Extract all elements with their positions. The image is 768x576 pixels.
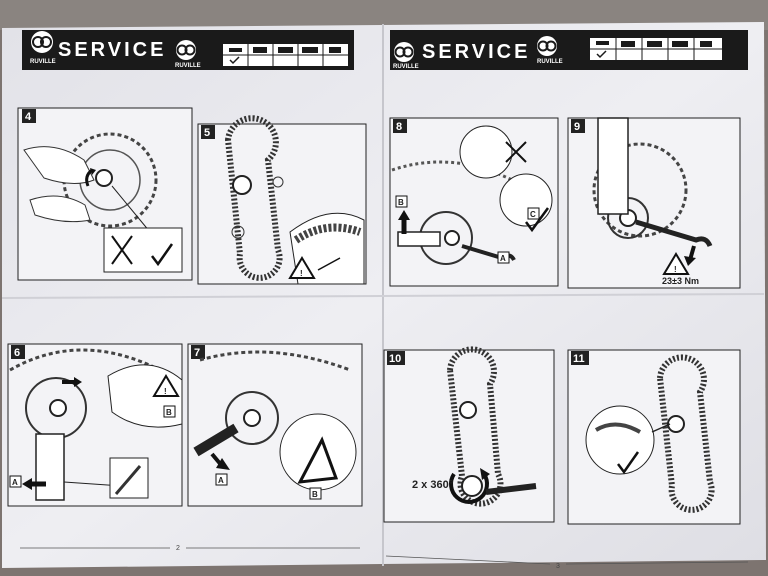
check-icon [596,50,607,59]
tractor-icon [700,41,712,47]
header-title: SERVICE [58,39,166,61]
rotation-spec: 2 x 360° [412,479,453,491]
step-number: 5 [204,127,210,139]
ruville-logo: RUVILLE [393,42,419,70]
step-number: 7 [194,347,200,359]
inset-correct [499,173,553,227]
step-panel-7: 7 A B [187,343,363,507]
check-icon [525,207,550,233]
ruville-logo: RUVILLE [30,31,56,65]
check-icon [229,56,240,65]
step-panel-8: 8 B C A [389,117,559,287]
fold-line-horizontal [1,293,765,299]
wrench-tool [485,483,537,495]
wrench-tool [397,231,441,247]
wrench-tool [193,423,239,457]
step-number: 4 [25,111,32,123]
svg-text:!: ! [674,265,677,274]
page-footer: 2 3 [20,545,749,570]
timing-belt [656,354,715,513]
header-left: RUVILLE SERVICE RUVILLE [22,30,354,70]
page-number-right: 3 [556,563,560,570]
label-b: B [398,198,404,207]
brand-text: RUVILLE [393,64,419,70]
step-number: 11 [573,353,585,365]
tensioner-pulley [225,391,279,445]
warning-icon: ! [662,252,690,275]
timing-belt [224,115,283,281]
step-panel-10: 10 2 x 360° [383,346,555,523]
check-icon [151,243,174,267]
van-icon [621,41,635,47]
brand-text: RUVILLE [537,59,563,65]
sprocket-wheel [62,132,158,228]
header-right: RUVILLE SERVICE RUVILLE [390,30,748,70]
vehicle-icons-strip [590,38,722,60]
step-panel-4: 4 [17,107,193,281]
car-icon [229,48,242,52]
ruville-logo: RUVILLE [175,40,201,69]
bus-icon [672,41,688,47]
warning-icon: ! [152,374,180,397]
ruville-logo: RUVILLE [537,36,563,65]
truck-icon [647,41,662,47]
step-number: 8 [396,121,402,133]
detail-inset [585,405,655,475]
timing-belt [446,346,504,507]
bus-icon [302,47,318,53]
tractor-icon [329,47,341,53]
label-b: B [166,408,172,417]
vehicle-icons-strip [223,44,348,66]
inset-wrong [459,125,513,179]
check-icon [617,451,640,475]
step-panel-9: 9 ! 23±3 Nm [567,117,741,289]
step-number: 10 [389,353,401,365]
truck-icon [278,47,293,53]
brand-text: RUVILLE [30,59,56,65]
tensioner-nut [95,169,113,187]
rotation-arrow-icon [449,472,489,504]
rotation-arrow-icon [85,168,93,187]
label-b: B [312,490,318,499]
svg-text:!: ! [164,387,167,396]
wrench-tool [597,117,629,215]
step-panel-5: 5 ! [197,115,367,285]
svg-text:!: ! [300,269,303,278]
page-number-left: 2 [176,545,180,552]
cross-icon [505,141,527,163]
label-a: A [12,478,18,487]
label-c: C [530,210,536,219]
step-panel-11: 11 [567,349,741,525]
torque-spec: 23±3 Nm [662,276,699,286]
tensioner-pointer [297,436,339,484]
inset-wrong-right [103,227,183,273]
step-number: 6 [14,347,20,359]
wrench-tool [35,433,65,501]
van-icon [253,47,267,53]
sprocket-wheel [592,142,688,238]
step-panel-6: 6 A ! B [7,343,183,507]
warning-icon: ! [288,256,316,279]
brand-text: RUVILLE [175,63,201,69]
label-a: A [500,254,506,263]
cross-icon [111,235,133,265]
hand-illustration [23,146,95,184]
label-a: A [218,476,224,485]
step-number: 9 [574,121,580,133]
car-icon [596,41,609,45]
header-title: SERVICE [422,41,530,63]
